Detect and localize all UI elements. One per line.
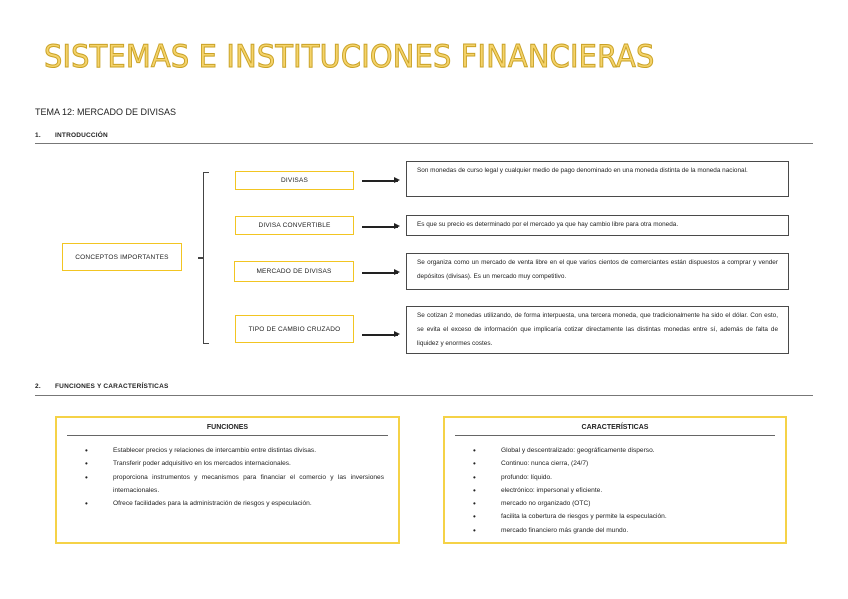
concept-bracket [203, 172, 209, 344]
concept-label: DIVISAS [280, 177, 309, 184]
list-item: mercado financiero más grande del mundo. [473, 524, 771, 538]
arrow-right-icon [362, 331, 400, 337]
bracket-connector [198, 257, 204, 259]
definition-box-tipo-de-cambio-cruzado: Se cotizan 2 monedas utilizando, de form… [406, 306, 789, 354]
section-heading-funciones-caracteristicas: 2. FUNCIONES Y CARACTERÍSTICAS [35, 383, 169, 390]
funciones-title: FUNCIONES [206, 424, 249, 431]
concept-root-label: CONCEPTOS IMPORTANTES [75, 253, 169, 261]
list-item: mercado no organizado (OTC) [473, 497, 771, 511]
definition-text: Es que su precio es determinado por el m… [417, 221, 679, 228]
definition-text: Son monedas de curso legal y cualquier m… [417, 167, 748, 174]
definition-box-divisas: Son monedas de curso legal y cualquier m… [406, 161, 789, 197]
concept-box-divisas: DIVISAS [235, 171, 354, 190]
concept-label: TIPO DE CAMBIO CRUZADO [248, 325, 341, 333]
list-item: profundo: líquido. [473, 471, 771, 485]
list-item: Global y descentralizado: geográficament… [473, 444, 771, 458]
caracteristicas-list: Global y descentralizado: geográficament… [445, 444, 785, 537]
panel-divider [455, 435, 775, 436]
arrow-right-icon [362, 269, 400, 275]
definition-text: Se organiza como un mercado de venta lib… [417, 259, 778, 280]
concept-box-mercado-de-divisas: MERCADO DE DIVISAS [234, 261, 354, 282]
concept-box-tipo-de-cambio-cruzado: TIPO DE CAMBIO CRUZADO [235, 315, 354, 343]
concept-label: MERCADO DE DIVISAS [256, 268, 332, 275]
definition-box-divisa-convertible: Es que su precio es determinado por el m… [406, 215, 789, 236]
list-item: electrónico: impersonal y eficiente. [473, 484, 771, 498]
definition-box-mercado-de-divisas: Se organiza como un mercado de venta lib… [406, 253, 789, 290]
section-title: INTRODUCCIÓN [55, 132, 108, 139]
section-number: 2. [35, 383, 41, 390]
concept-box-divisa-convertible: DIVISA CONVERTIBLE [235, 216, 354, 235]
panel-divider [67, 435, 388, 436]
arrow-right-icon [362, 177, 400, 183]
document-title: SISTEMAS E INSTITUCIONES FINANCIERAS [44, 39, 655, 76]
section-divider [35, 143, 813, 144]
list-item: Ofrece facilidades para la administració… [85, 497, 384, 511]
section-number: 1. [35, 132, 41, 139]
list-item: proporciona instrumentos y mecanismos pa… [85, 471, 384, 498]
caracteristicas-title: CARACTERÍSTICAS [581, 424, 649, 431]
caracteristicas-panel: CARACTERÍSTICAS Global y descentralizado… [443, 416, 787, 544]
section-heading-introduccion: 1. INTRODUCCIÓN [35, 132, 108, 139]
list-item: facilita la cobertura de riesgos y permi… [473, 510, 771, 524]
section-title: FUNCIONES Y CARACTERÍSTICAS [55, 383, 169, 390]
list-item: Transferir poder adquisitivo en los merc… [85, 457, 384, 471]
funciones-panel: FUNCIONES Establecer precios y relacione… [55, 416, 400, 544]
list-item: Continuo: nunca cierra, (24/7) [473, 457, 771, 471]
section-divider [35, 395, 813, 396]
definition-text: Se cotizan 2 monedas utilizando, de form… [417, 312, 778, 347]
list-item: Establecer precios y relaciones de inter… [85, 444, 384, 458]
topic-subtitle: TEMA 12: MERCADO DE DIVISAS [35, 107, 177, 117]
funciones-list: Establecer precios y relaciones de inter… [57, 444, 398, 511]
concept-root-box: CONCEPTOS IMPORTANTES [62, 243, 182, 271]
concept-label: DIVISA CONVERTIBLE [258, 222, 331, 229]
arrow-right-icon [362, 223, 400, 229]
